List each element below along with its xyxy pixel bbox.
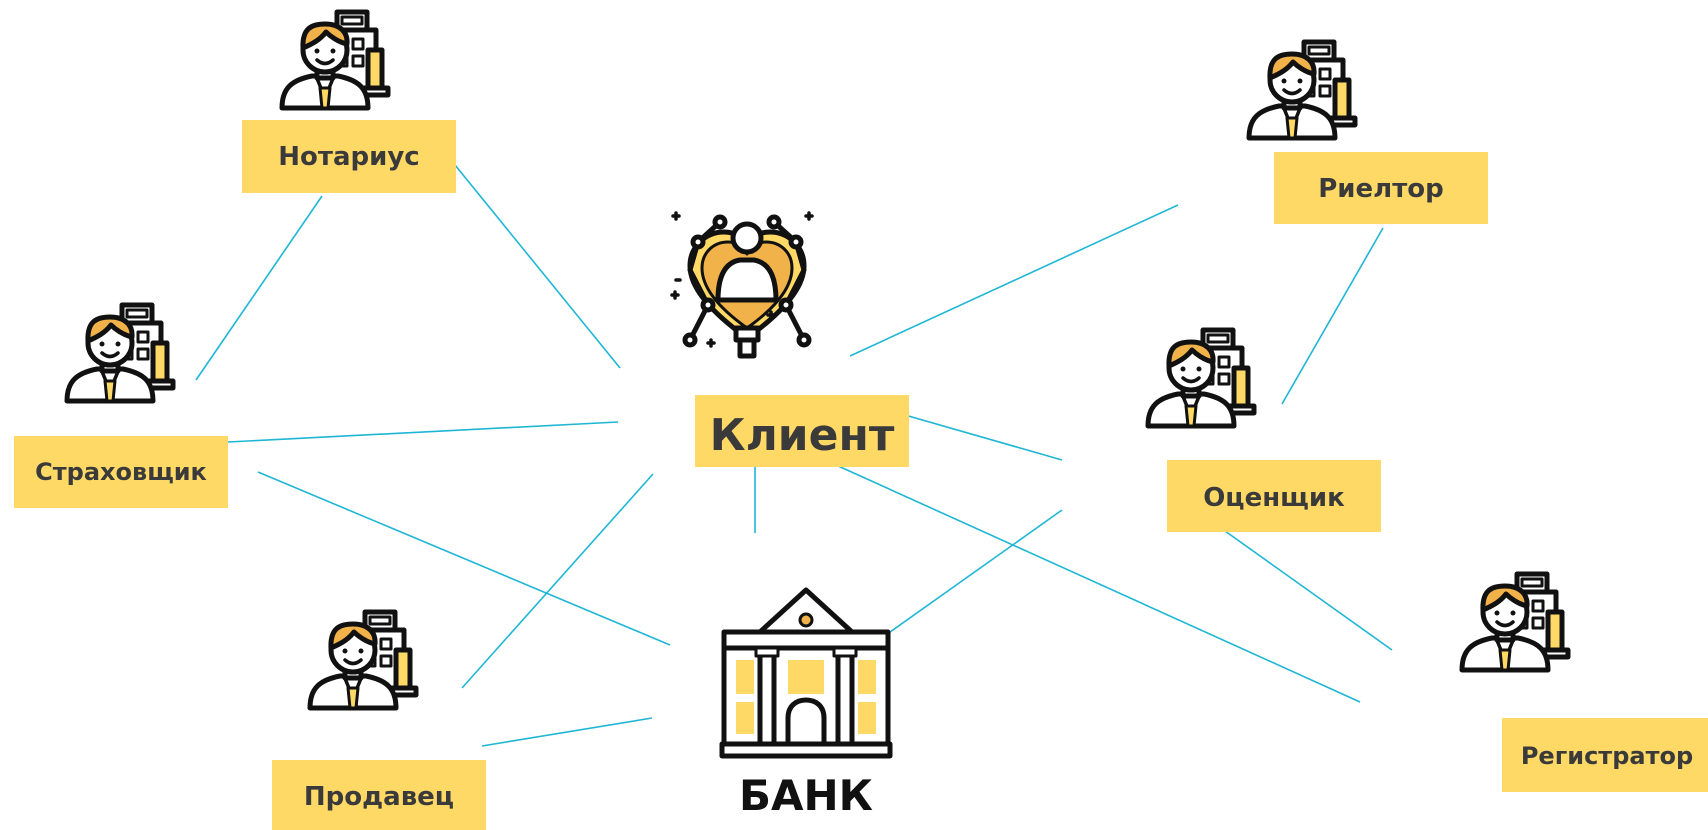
client-label-box bbox=[695, 395, 909, 467]
seller-person-icon bbox=[310, 612, 416, 708]
seller-label: Продавец bbox=[304, 782, 454, 812]
bank-building-icon bbox=[719, 587, 893, 759]
notary-person-icon bbox=[282, 12, 388, 108]
realtor-label: Риелтор bbox=[1318, 174, 1444, 204]
edge-seller-bank bbox=[481, 717, 653, 747]
edge-client-realtor bbox=[849, 204, 1179, 357]
notary-label-box bbox=[242, 120, 456, 193]
edge-insurer-client bbox=[227, 421, 619, 443]
edge-notary-client bbox=[454, 164, 621, 369]
appraiser-label-box bbox=[1167, 460, 1381, 532]
edge-client-seller bbox=[461, 473, 654, 689]
insurer-label-box bbox=[14, 436, 228, 508]
appraiser-label: Оценщик bbox=[1203, 483, 1345, 513]
registrar-person-icon bbox=[1462, 574, 1568, 670]
realtor-label-box bbox=[1274, 152, 1488, 224]
client-heart-network-icon bbox=[670, 211, 814, 359]
connector-lines bbox=[195, 164, 1393, 747]
realtor-person-icon bbox=[1249, 42, 1355, 138]
client-label: Клиент bbox=[710, 410, 895, 461]
registrar-label-box bbox=[1502, 718, 1708, 792]
edge-appraiser-bank bbox=[875, 509, 1063, 643]
edge-client-registrar bbox=[835, 464, 1361, 703]
edge-insurer-bank bbox=[257, 471, 671, 646]
insurer-label: Страховщик bbox=[35, 458, 207, 486]
seller-label-box bbox=[272, 760, 486, 830]
notary-label: Нотариус bbox=[278, 142, 419, 172]
edge-appraiser-registrar bbox=[1217, 525, 1393, 651]
appraiser-person-icon bbox=[1148, 330, 1254, 426]
insurer-person-icon bbox=[67, 305, 173, 401]
bank-label: БАНК bbox=[739, 771, 873, 820]
registrar-label: Регистратор bbox=[1521, 742, 1693, 770]
edge-notary-insurer bbox=[195, 195, 323, 381]
edge-realtor-appraiser bbox=[1281, 227, 1384, 405]
